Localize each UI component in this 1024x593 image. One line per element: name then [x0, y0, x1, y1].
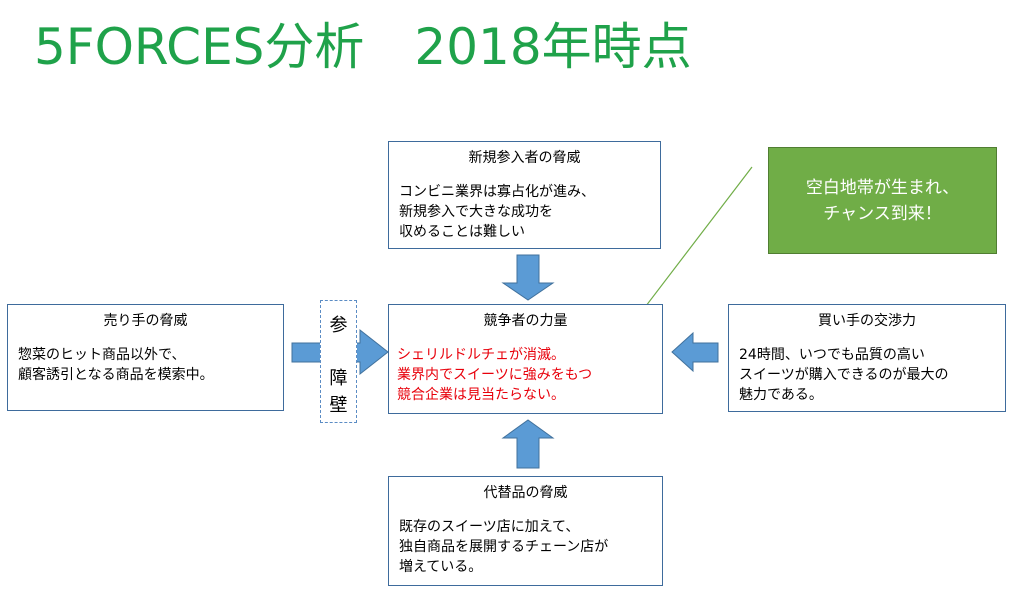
rivalry-box: 競争者の力量 シェリルドルチェが消滅。 業界内でスイーツに強みをもつ 競合企業は…	[388, 304, 663, 414]
substitutes-box: 代替品の脅威 既存のスイーツ店に加えて、 独自商品を展開するチェーン店が 増えて…	[388, 476, 663, 586]
barrier-char-top: 参	[329, 315, 348, 336]
entry-barrier: 参 障 壁	[320, 300, 357, 423]
rivalry-heading: 競争者の力量	[483, 313, 568, 329]
barrier-char-bot: 壁	[329, 395, 348, 416]
new-entrants-heading: 新規参入者の脅威	[468, 150, 581, 166]
buyers-body: 24時間、いつでも品質の高い スイーツが購入できるのが最大の 魅力である。	[739, 347, 949, 403]
suppliers-heading: 売り手の脅威	[103, 313, 188, 329]
substitutes-heading: 代替品の脅威	[483, 485, 568, 501]
rivalry-body: シェリルドルチェが消滅。 業界内でスイーツに強みをもつ 競合企業は見当たらない。	[397, 347, 593, 403]
suppliers-box: 売り手の脅威 惣菜のヒット商品以外で、 顧客誘引となる商品を模索中。	[7, 304, 284, 411]
barrier-char-mid: 障	[329, 368, 348, 389]
arrow-left-icon	[671, 331, 719, 373]
new-entrants-body: コンビニ業界は寡占化が進み、 新規参入で大きな成功を 収めることは難しい	[399, 184, 595, 240]
buyers-box: 買い手の交渉力 24時間、いつでも品質の高い スイーツが購入できるのが最大の 魅…	[728, 304, 1006, 412]
suppliers-body: 惣菜のヒット商品以外で、 顧客誘引となる商品を模索中。	[18, 347, 214, 383]
buyers-heading: 買い手の交渉力	[818, 313, 916, 329]
arrow-down-icon	[501, 254, 555, 301]
substitutes-body: 既存のスイーツ店に加えて、 独自商品を展開するチェーン店が 増えている。	[399, 519, 609, 575]
opportunity-callout: 空白地帯が生まれ、 チャンス到来！	[768, 147, 997, 254]
new-entrants-box: 新規参入者の脅威 コンビニ業界は寡占化が進み、 新規参入で大きな成功を 収めるこ…	[388, 141, 661, 249]
arrow-up-icon	[501, 419, 555, 469]
page-title: 5FORCES分析 2018年時点	[34, 18, 692, 76]
